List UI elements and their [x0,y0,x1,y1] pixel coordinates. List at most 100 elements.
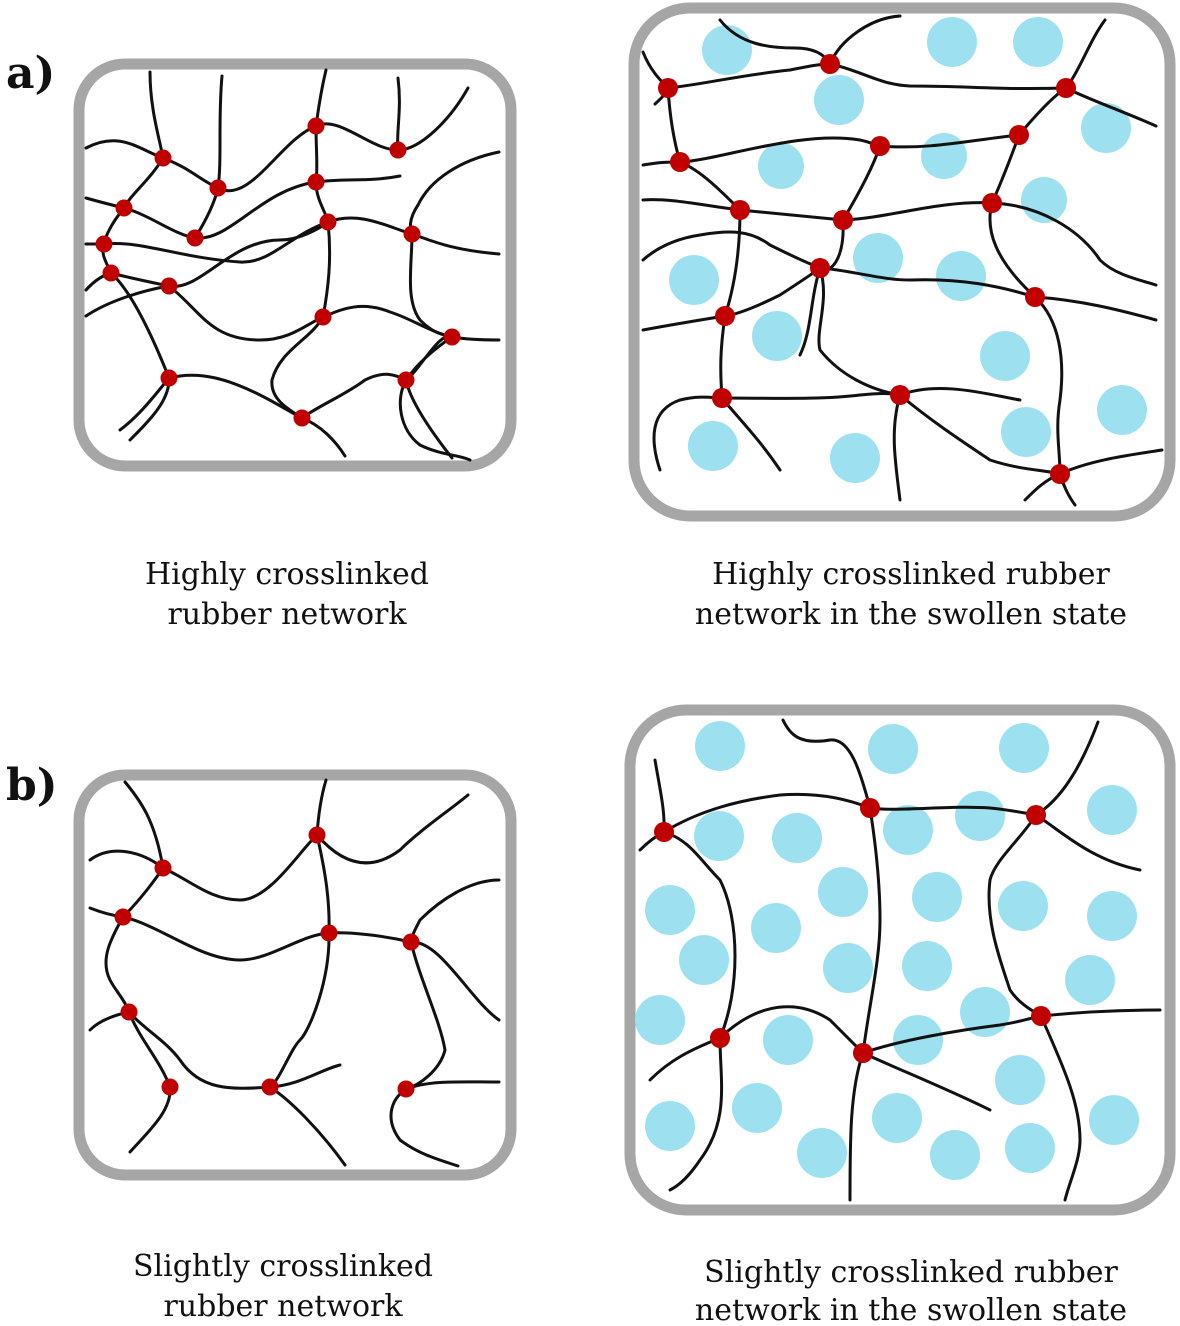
crosslink-point [307,173,325,191]
crosslink-point [154,149,172,167]
solvent-molecule [1065,955,1115,1005]
solvent-molecule [695,721,745,771]
solvent-molecules [669,17,1147,483]
crosslink-point [319,213,337,231]
caption-b-left-line1: Slightly crosslinked [133,1249,433,1284]
caption-a-right-line1: Highly crosslinked rubber [712,557,1110,592]
solvent-molecule [732,1083,782,1133]
crosslinks [114,826,420,1098]
network-b-dry [73,769,517,1181]
crosslink-point [403,225,421,243]
solvent-molecule [669,255,719,305]
solvent-molecule [927,17,977,67]
caption-a-left-line1: Highly crosslinked [145,557,429,592]
network-a-dry [73,58,517,472]
crosslink-point [982,193,1002,213]
crosslink-point [1031,1006,1051,1026]
crosslink-point [712,388,732,408]
solvent-molecule [902,941,952,991]
crosslink-point [670,152,690,172]
solvent-molecule [998,881,1048,931]
solvent-molecule [995,1055,1045,1105]
crosslink-point [833,210,853,230]
crosslink-point [115,199,133,217]
solvent-molecule [853,233,903,283]
crosslinks [95,117,461,427]
caption-b-right-line2: network in the swollen state [695,1293,1127,1326]
solvent-molecule [702,25,752,75]
crosslink-point [715,306,735,326]
crosslink-point [1056,78,1076,98]
solvent-molecule [797,1128,847,1178]
solvent-molecule [1005,1123,1055,1173]
crosslink-point [307,117,325,135]
solvent-molecule [823,943,873,993]
solvent-molecule [955,791,1005,841]
crosslink-point [730,200,750,220]
frame [73,769,517,1181]
frame [73,58,517,472]
solvent-molecule [688,421,738,471]
crosslink-point [1025,287,1045,307]
crosslink-point [860,798,880,818]
solvent-molecules [635,721,1139,1180]
crosslinks [654,798,1051,1063]
polymer-chains [88,778,501,1168]
crosslink-point [443,328,461,346]
crosslink-point [308,826,326,844]
solvent-molecule [814,75,864,125]
crosslink-point [95,235,113,253]
crosslink-point [161,1078,179,1096]
crosslink-point [389,141,407,159]
crosslink-point [397,371,415,389]
network-a-swollen [628,2,1176,522]
solvent-molecule [772,813,822,863]
caption-b-right-line1: Slightly crosslinked rubber [704,1255,1118,1290]
solvent-molecule [872,1093,922,1143]
crosslink-point [261,1078,279,1096]
crosslink-point [810,258,830,278]
crosslink-point [654,822,674,842]
solvent-molecule [868,724,918,774]
solvent-molecule [930,1130,980,1180]
solvent-molecule [1013,17,1063,67]
caption-a-left-line2: rubber network [167,597,407,632]
crosslink-point [114,908,132,926]
solvent-molecule [818,867,868,917]
panel-label-b: b) [6,760,58,811]
crosslink-point [658,78,678,98]
crosslink-point [853,1043,873,1063]
solvent-molecule [1087,891,1137,941]
crosslink-point [120,1003,138,1021]
crosslinks [658,54,1076,484]
crosslink-point [293,409,311,427]
solvent-molecule [1001,407,1051,457]
solvent-molecule [912,872,962,922]
solvent-molecule [694,811,744,861]
caption-b-left-line2: rubber network [163,1289,403,1324]
solvent-molecule [645,1101,695,1151]
solvent-molecule [999,723,1049,773]
crosslink-point [154,859,172,877]
solvent-molecule [763,1015,813,1065]
crosslink-point [820,54,840,74]
crosslink-point [890,385,910,405]
solvent-molecule [1089,1095,1139,1145]
solvent-molecule [936,251,986,301]
crosslink-point [314,308,332,326]
solvent-molecule [883,805,933,855]
crosslink-point [710,1028,730,1048]
crosslink-point [402,933,420,951]
panel-label-a: a) [6,48,55,99]
crosslink-point [160,369,178,387]
solvent-molecule [635,995,685,1045]
solvent-molecule [679,935,729,985]
crosslink-point [1009,125,1029,145]
network-b-swollen [624,704,1176,1216]
solvent-molecule [1097,385,1147,435]
solvent-molecule [921,133,967,179]
crosslink-point [186,229,204,247]
solvent-molecule [752,311,802,361]
crosslink-point [870,136,890,156]
